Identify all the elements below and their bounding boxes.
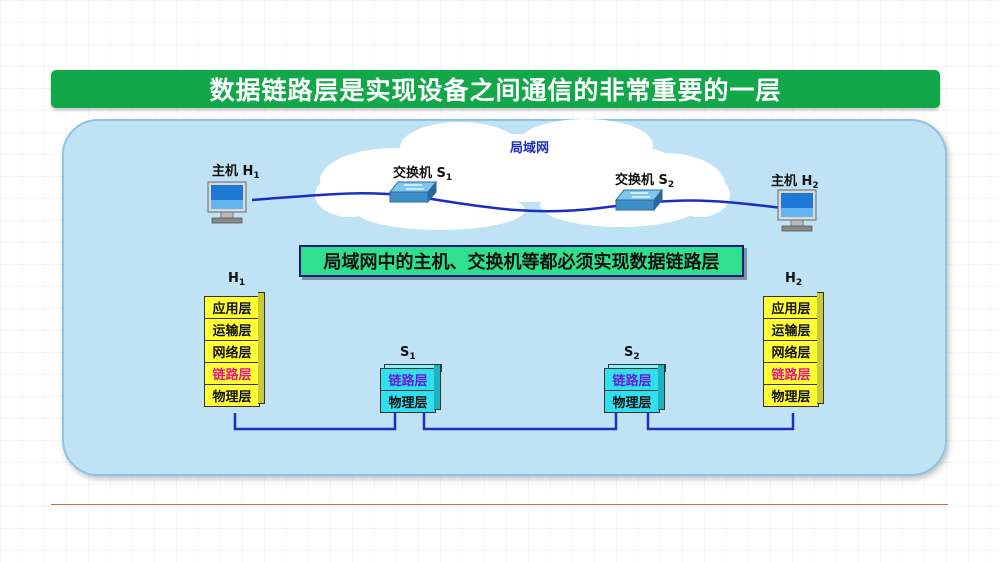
switch-icon bbox=[388, 180, 438, 204]
protocol-stack-h2: 应用层 运输层 网络层 链路层 物理层 bbox=[763, 292, 825, 407]
switch-s2-label: 交换机 S2 bbox=[615, 173, 675, 190]
switch-s1-label: 交换机 S1 bbox=[393, 166, 453, 183]
layer-link: 链路层 bbox=[380, 368, 436, 391]
title-bar: 数据链路层是实现设备之间通信的非常重要的一层 bbox=[51, 70, 940, 108]
physical-link-wires bbox=[233, 413, 795, 431]
layer-physical: 物理层 bbox=[204, 384, 260, 407]
monitor-icon bbox=[207, 181, 247, 224]
info-banner: 局域网中的主机、交换机等都必须实现数据链路层 bbox=[299, 245, 744, 277]
layer-link: 链路层 bbox=[204, 362, 260, 385]
lan-label: 局域网 bbox=[510, 141, 550, 156]
stack-h1-label: H1 bbox=[228, 271, 246, 288]
layer-application: 应用层 bbox=[204, 296, 260, 319]
layer-physical: 物理层 bbox=[763, 384, 819, 407]
footer-divider bbox=[51, 504, 948, 505]
layer-link: 链路层 bbox=[604, 368, 660, 391]
page-title: 数据链路层是实现设备之间通信的非常重要的一层 bbox=[209, 76, 782, 105]
stack-h2-label: H2 bbox=[785, 271, 803, 288]
layer-physical: 物理层 bbox=[380, 390, 436, 413]
layer-transport: 运输层 bbox=[763, 318, 819, 341]
host-h1-label: 主机 H1 bbox=[212, 164, 260, 181]
layer-network: 网络层 bbox=[204, 340, 260, 363]
stack-s2-label: S2 bbox=[624, 345, 640, 362]
layer-application: 应用层 bbox=[763, 296, 819, 319]
layer-transport: 运输层 bbox=[204, 318, 260, 341]
layer-physical: 物理层 bbox=[604, 390, 660, 413]
network-link-line bbox=[251, 192, 783, 213]
layer-network: 网络层 bbox=[763, 340, 819, 363]
host-h2-label: 主机 H2 bbox=[771, 174, 819, 191]
layer-link: 链路层 bbox=[763, 362, 819, 385]
protocol-stack-s2: 链路层 物理层 bbox=[604, 364, 666, 413]
switch-icon bbox=[614, 188, 664, 212]
protocol-stack-h1: 应用层 运输层 网络层 链路层 物理层 bbox=[204, 292, 266, 407]
protocol-stack-s1: 链路层 物理层 bbox=[380, 364, 442, 413]
monitor-icon bbox=[777, 189, 817, 232]
stack-s1-label: S1 bbox=[400, 345, 416, 362]
